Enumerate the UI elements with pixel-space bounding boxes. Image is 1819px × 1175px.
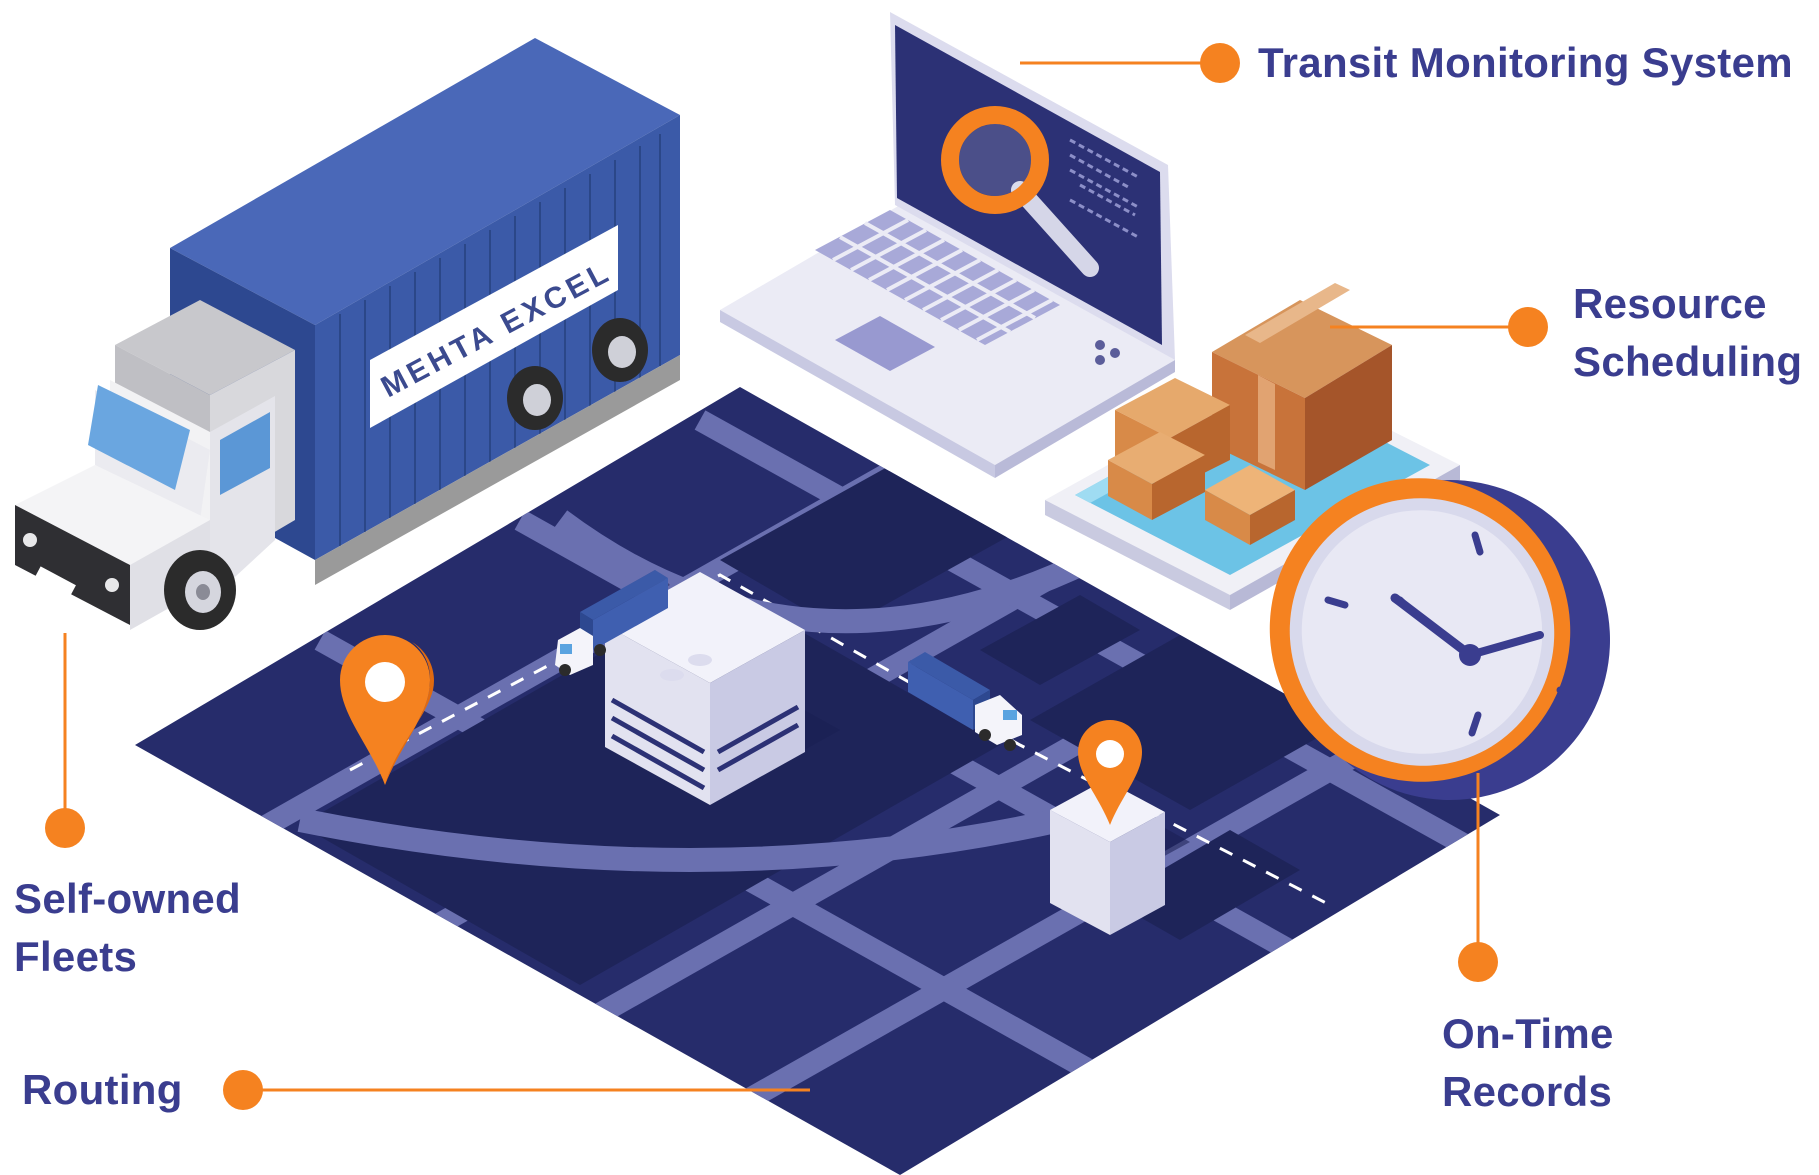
ontime-callout-dot <box>1458 942 1498 982</box>
laptop-magnifier-icon <box>720 12 1175 478</box>
destination-marker <box>1050 720 1190 935</box>
label-routing: Routing <box>22 1066 183 1113</box>
clock-icon <box>1269 478 1610 800</box>
label-self-owned-fleets: Self-owned Fleets <box>14 875 242 980</box>
label-on-time-records: On-Time Records <box>1442 1010 1614 1115</box>
location-pin-icon <box>340 635 434 785</box>
fleets-callout-dot <box>45 808 85 848</box>
resource-callout-dot <box>1508 307 1548 347</box>
label-transit-monitoring-system: Transit Monitoring System <box>1258 39 1793 86</box>
warehouse-building <box>605 572 840 805</box>
routing-callout-dot <box>223 1070 263 1110</box>
label-resource-scheduling: Resource Scheduling <box>1573 280 1803 385</box>
transit-callout-dot <box>1200 43 1240 83</box>
small-truck-icon <box>555 570 670 676</box>
truck-icon: MEHTA EXCEL <box>15 38 680 630</box>
small-truck-icon <box>908 652 1022 751</box>
